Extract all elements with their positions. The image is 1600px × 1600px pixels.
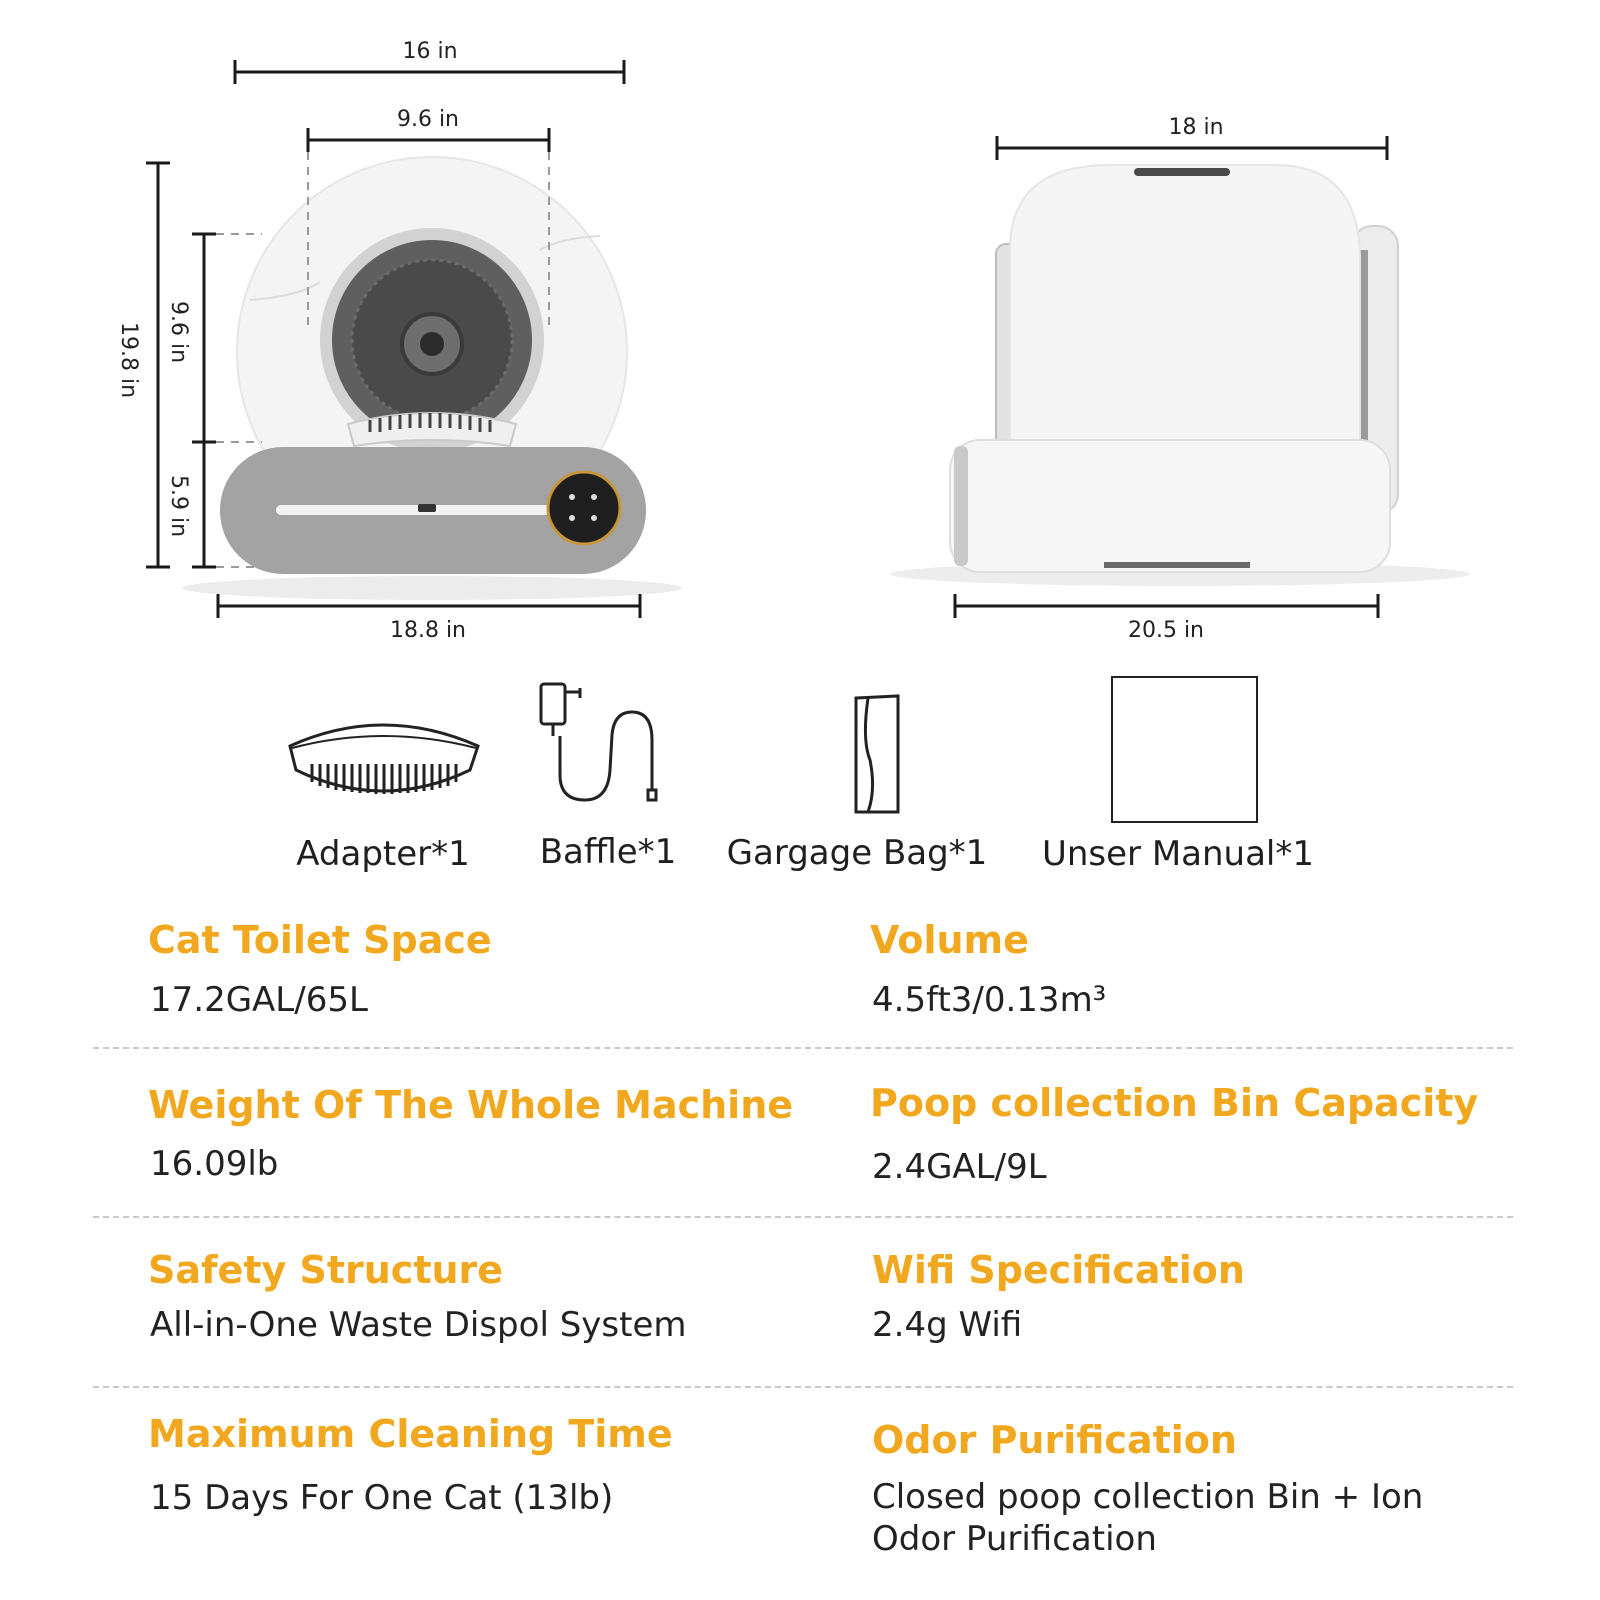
accessories-illustrations	[288, 676, 1258, 823]
spec-divider	[93, 1216, 1513, 1218]
spec-value-wifi: 2.4g Wifi	[872, 1305, 1023, 1345]
front-view-guide-lines	[216, 152, 550, 568]
side-view-device	[890, 164, 1470, 586]
accessory-label-user-manual: Unser Manual*1	[1041, 834, 1315, 874]
adapter-icon	[288, 723, 480, 794]
side-view-dimension-lines	[953, 136, 1389, 618]
spec-divider	[93, 1386, 1513, 1388]
dim-front-height-lower: 5.9 in	[166, 475, 191, 537]
dim-front-height-upper: 9.6 in	[166, 301, 191, 363]
dim-front-inner-width: 9.6 in	[397, 107, 459, 132]
front-view-dimension-lines	[146, 60, 642, 618]
spec-value-volume: 4.5ft3/0.13m³	[872, 980, 1107, 1020]
dim-side-base-width: 20.5 in	[1128, 618, 1204, 643]
spec-title-weight: Weight Of The Whole Machine	[148, 1083, 794, 1127]
spec-title-cleaning-time: Maximum Cleaning Time	[148, 1412, 673, 1456]
dim-front-height-total: 19.8 in	[116, 322, 141, 398]
accessory-label-adapter: Adapter*1	[296, 834, 470, 874]
front-view-device	[182, 156, 682, 600]
spec-title-odor-purification: Odor Purification	[872, 1418, 1237, 1462]
spec-title-volume: Volume	[870, 918, 1029, 962]
spec-title-bin-capacity: Poop collection Bin Capacity	[870, 1081, 1479, 1125]
baffle-icon	[539, 682, 658, 802]
accessory-label-garbage-bag: Gargage Bag*1	[726, 833, 988, 873]
spec-title-safety-structure: Safety Structure	[148, 1248, 504, 1292]
spec-value-bin-capacity: 2.4GAL/9L	[872, 1147, 1047, 1187]
spec-value-odor-purification: Closed poop collection Bin + Ion Odor Pu…	[872, 1477, 1424, 1559]
spec-title-cat-toilet-space: Cat Toilet Space	[148, 918, 492, 962]
spec-value-cat-toilet-space: 17.2GAL/65L	[150, 980, 368, 1020]
user-manual-icon	[1111, 676, 1258, 823]
spec-value-weight: 16.09lb	[150, 1144, 279, 1184]
dim-side-top-width: 18 in	[1168, 115, 1223, 140]
garbage-bag-icon	[854, 694, 900, 814]
dim-front-top-width: 16 in	[402, 39, 457, 64]
product-dimension-diagram: 16 in 9.6 in 18.8 in 18 in 20.5 in 19.8 …	[116, 39, 1470, 643]
spec-title-wifi: Wifi Specification	[872, 1248, 1245, 1292]
accessory-label-baffle: Baffle*1	[539, 832, 677, 872]
dim-front-base-width: 18.8 in	[390, 618, 466, 643]
spec-divider	[93, 1047, 1513, 1049]
spec-value-cleaning-time: 15 Days For One Cat (13lb)	[150, 1478, 614, 1518]
spec-value-safety-structure: All-in-One Waste Dispol System	[150, 1305, 687, 1345]
